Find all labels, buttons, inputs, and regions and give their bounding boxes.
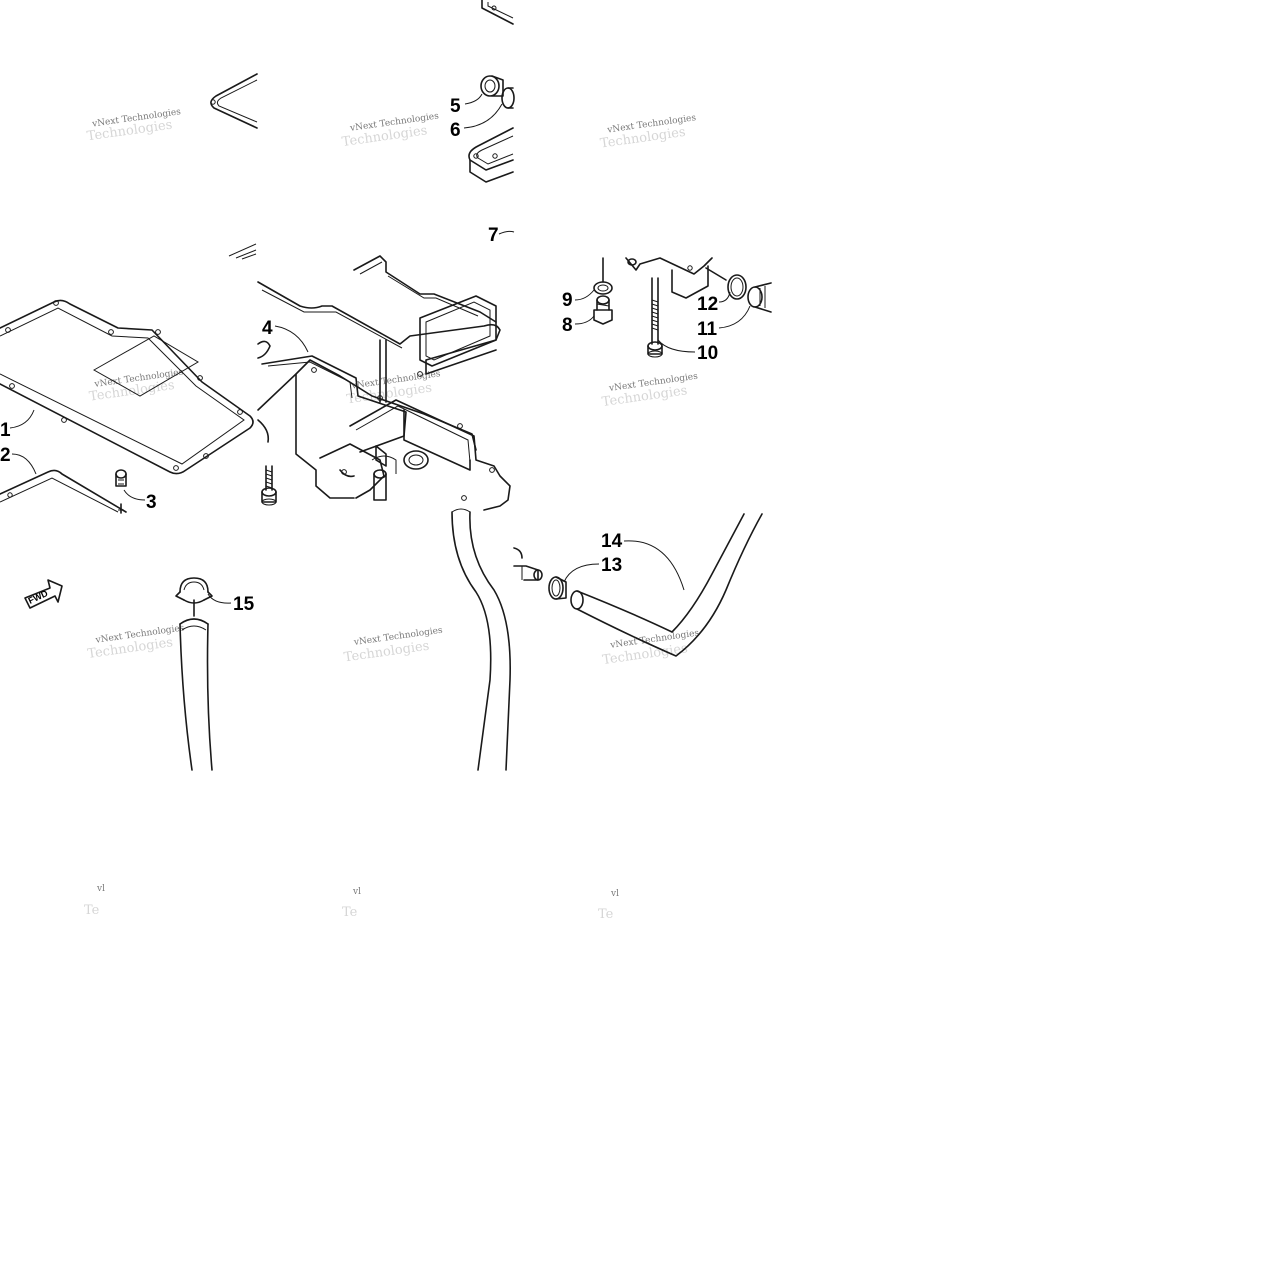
screw-part-3 (115, 469, 127, 514)
watermark-fragment: Te (342, 905, 358, 920)
hose-part-14 (570, 513, 763, 657)
fwd-arrow: FWD (24, 579, 63, 609)
oil-pan-corner-right (625, 257, 727, 299)
watermark: Technologies vNext Technologies (343, 626, 444, 666)
callout-4: 4 (262, 318, 273, 339)
watermark: Technologies vNext Technologies (341, 111, 440, 150)
gasket-part-1 (0, 243, 257, 475)
callout-5: 5 (450, 96, 461, 117)
watermark-fragment: vl (352, 887, 361, 897)
callout-8: 8 (562, 315, 573, 336)
fitting-part-11 (747, 282, 772, 313)
callout-14: 14 (601, 531, 623, 552)
callout-12: 12 (697, 294, 718, 315)
bolt-left (261, 465, 277, 506)
watermark: Technologies vNext Technologies (87, 623, 186, 662)
clamp-part-13 (548, 576, 567, 600)
drain-plug-part-8 (593, 295, 613, 325)
o-ring-part-12 (727, 274, 747, 300)
fitting-outlet (513, 547, 543, 581)
hose-center (451, 508, 511, 771)
watermark-fragment: vl (96, 884, 105, 894)
gasket-part-2 (0, 469, 127, 513)
watermark: Technologies vNext Technologies (88, 367, 184, 404)
washer-part-6 (501, 87, 515, 109)
callout-11: 11 (697, 319, 718, 340)
oil-pan-body (257, 255, 511, 511)
clamp-part-15 (175, 577, 213, 617)
callout-13: 13 (601, 555, 622, 576)
plug-part-5 (480, 75, 504, 97)
gasket-corner-top (210, 73, 258, 129)
callout-15: 15 (233, 594, 255, 615)
bolt-part-10 (647, 277, 663, 358)
watermark: Technologies vNext Technologies (599, 113, 697, 152)
watermark-fragment: vl (610, 889, 619, 899)
watermark: Technologies vNext Technologies (601, 628, 700, 668)
callout-1: 1 (0, 420, 11, 441)
callout-numbers: 1 2 3 4 5 6 7 8 9 10 11 12 13 14 15 (0, 96, 718, 615)
oil-pan-top-edge (481, 0, 514, 25)
callout-6: 6 (450, 120, 461, 141)
watermark: Technologies vNext Technologies (86, 107, 182, 144)
dipstick-tube (379, 339, 387, 403)
watermark-fragment: Te (598, 907, 614, 922)
oil-pan-flange-upper (468, 127, 514, 183)
fwd-label: FWD (27, 588, 50, 606)
callout-3: 3 (146, 492, 157, 513)
watermark-fragment: Te (84, 903, 100, 918)
callout-7: 7 (488, 225, 499, 246)
callout-10: 10 (697, 343, 718, 364)
callout-9: 9 (562, 290, 573, 311)
watermark: Technologies vNext Technologies (601, 372, 699, 411)
hose-left (179, 618, 213, 771)
callout-2: 2 (0, 445, 11, 466)
washer-part-9 (593, 257, 613, 295)
leader-lines (9, 93, 751, 604)
